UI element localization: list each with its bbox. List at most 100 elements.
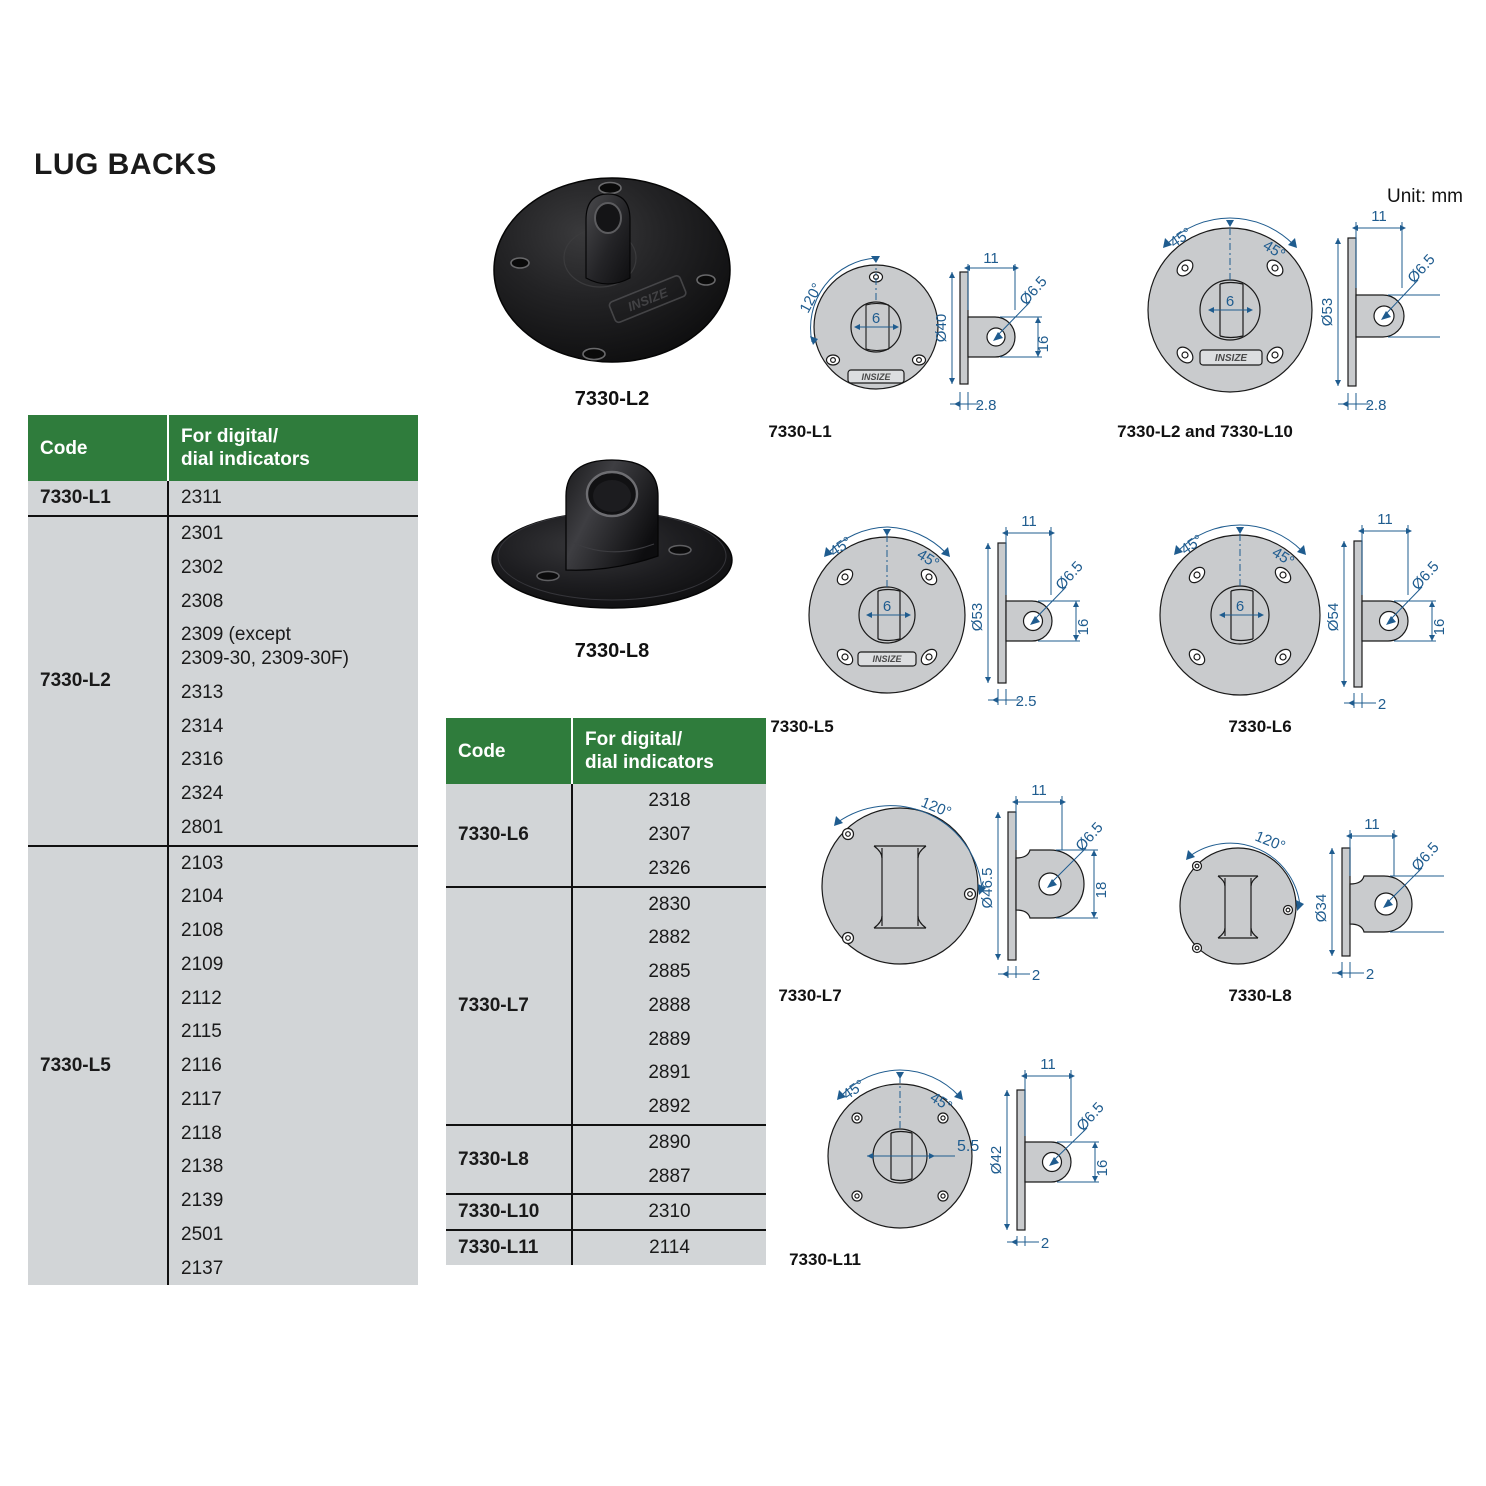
drawing-7330-l8: 120° 11 Ø6.5 Ø34 2 7330-L8 <box>1160 810 1460 1005</box>
lug-length-label: 11 <box>1371 208 1387 225</box>
cell-indicators: 2313 <box>167 675 418 710</box>
table-row: 2501 <box>28 1217 418 1252</box>
table-row: 2891 <box>446 1056 766 1091</box>
cell-indicators: 2137 <box>167 1251 418 1286</box>
table-row: 7330-L5 2103 <box>28 844 418 1286</box>
table-row: 2882 <box>446 921 766 956</box>
thickness-label: 2.8 <box>976 397 997 414</box>
thickness-label: 2 <box>1032 967 1040 983</box>
cell-indicators: 2103 <box>167 844 418 881</box>
column-header-code: Code <box>446 718 572 785</box>
cell-indicators: 2310 <box>571 1193 766 1231</box>
thickness-label: 2 <box>1041 1235 1049 1248</box>
table-row: 2117 <box>28 1082 418 1117</box>
cell-indicators: 2501 <box>167 1217 418 1252</box>
mounting-hole <box>1266 259 1284 277</box>
mounting-hole <box>851 1112 863 1124</box>
angle-arc-right <box>1239 524 1303 552</box>
mounting-hole <box>836 568 854 586</box>
angle-arc-left <box>1177 524 1241 552</box>
drawing-7330-l1: INSIZE 120° 6 <box>768 232 1090 441</box>
mounting-hole <box>825 354 841 366</box>
plate-section <box>1347 237 1357 387</box>
page-title: LUG BACKS <box>34 148 217 181</box>
insize-badge-outline <box>1199 349 1263 366</box>
mounting-hole <box>836 648 854 666</box>
table-row: 2326 <box>446 851 766 887</box>
table-row: 7330-L1 2311 <box>28 481 418 517</box>
center-slot <box>1217 875 1259 939</box>
table-row: 2316 <box>28 743 418 778</box>
cell-indicators: 2892 <box>571 1090 766 1125</box>
table-row: 2138 <box>28 1150 418 1185</box>
cell-indicators: 2891 <box>571 1056 766 1091</box>
table-row: 7330-L6 2318 <box>446 784 766 887</box>
cell-code: 7330-L5 <box>28 844 168 1286</box>
lug-hole-label: Ø6.5 <box>1052 558 1086 594</box>
cell-code: 7330-L2 <box>28 515 168 846</box>
diameter-label: Ø53 <box>969 603 986 631</box>
diameter-label: Ø42 <box>988 1146 1005 1174</box>
lug-hole-label: Ø6.5 <box>1073 1099 1107 1135</box>
diameter-label: Ø53 <box>1319 298 1336 326</box>
table-header-row: Code For digital/ dial indicators <box>28 415 418 482</box>
drawing-7330-l11: 45° 45° 5.5 11 Ø6.5 16 Ø <box>789 1048 1125 1269</box>
mounting-hole <box>668 544 692 556</box>
cell-indicators: 2307 <box>571 818 766 852</box>
insize-badge-text: INSIZE <box>1215 353 1248 364</box>
table-row: 2109 <box>28 947 418 982</box>
thickness-label: 2 <box>1378 696 1386 713</box>
table-row: 2104 <box>28 880 418 915</box>
mounting-hole <box>1274 566 1292 584</box>
lug-height-label: 16 <box>1035 336 1052 353</box>
mounting-hole <box>1282 904 1294 916</box>
mounting-hole <box>851 1190 863 1202</box>
cell-indicators: 2889 <box>571 1022 766 1057</box>
lug-height-label: 16 <box>1094 1160 1111 1177</box>
angle-arc <box>837 805 983 891</box>
table-row: 2314 <box>28 709 418 744</box>
table-row: 2112 <box>28 981 418 1016</box>
cell-code: 7330-L10 <box>446 1193 572 1231</box>
flange-outline <box>821 807 979 965</box>
mounting-hole <box>1191 860 1203 872</box>
drawing-caption-7330-l11: 7330-L11 <box>789 1250 861 1269</box>
angle-arc-left <box>827 526 888 554</box>
lug-hole-label: Ø6.5 <box>1404 251 1438 287</box>
table-row: 2309 (except 2309-30, 2309-30F) <box>28 618 418 676</box>
drawing-caption-7330-l1: 7330-L1 <box>768 422 832 441</box>
cell-indicators: 2801 <box>167 810 418 846</box>
mounting-hole <box>536 570 560 582</box>
spec-table-left: Code For digital/ dial indicators 7330-L… <box>28 415 418 1286</box>
cell-indicators: 2318 <box>571 784 766 819</box>
diameter-label: Ø46.5 <box>979 868 996 909</box>
angle-arc-right <box>899 1069 960 1097</box>
cell-indicators: 2302 <box>167 550 418 585</box>
drawing-caption-7330-l6: 7330-L6 <box>1228 717 1292 736</box>
table-row: 2324 <box>28 777 418 811</box>
table-row: 2108 <box>28 914 418 948</box>
angle-arc-left <box>840 1069 901 1097</box>
cell-code: 7330-L1 <box>28 481 168 517</box>
drawing-caption-7330-l2-l10: 7330-L2 and 7330-L10 <box>1117 422 1293 441</box>
mounting-hole <box>963 887 977 901</box>
plate-section <box>1341 847 1351 957</box>
mounting-hole <box>1176 259 1194 277</box>
table-row: 7330-L7 2830 <box>446 885 766 1125</box>
plate-section <box>959 271 969 385</box>
mounting-hole <box>841 931 855 945</box>
table-row: 2888 <box>446 988 766 1023</box>
cell-indicators: 2308 <box>167 584 418 619</box>
mounting-hole <box>1191 942 1203 954</box>
insize-badge-outline <box>857 651 917 667</box>
table-row: 7330-L11 2114 <box>446 1229 766 1265</box>
cell-indicators: 2314 <box>167 709 418 744</box>
cell-indicators: 2109 <box>167 947 418 982</box>
lug-length-label: 11 <box>1021 513 1037 530</box>
cell-indicators: 2890 <box>571 1123 766 1160</box>
mounting-hole <box>841 827 855 841</box>
cell-indicators: 2885 <box>571 955 766 989</box>
lug-length-label: 11 <box>1364 816 1380 833</box>
lug-length-label: 11 <box>1377 511 1393 528</box>
mounting-hole <box>598 181 622 195</box>
